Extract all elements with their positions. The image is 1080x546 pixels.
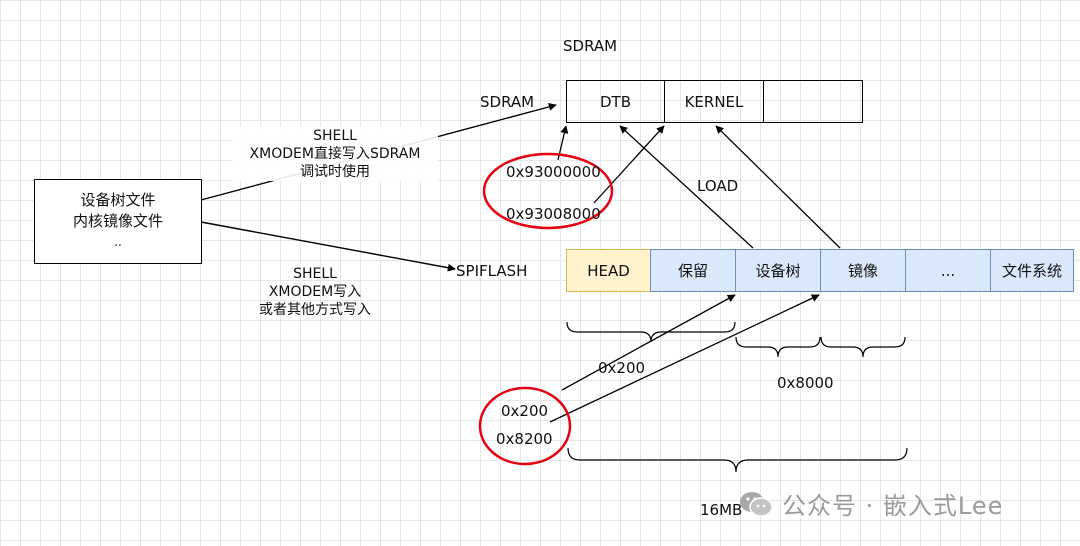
source-files-box: 设备树文件 内核镜像文件 .. <box>34 179 202 264</box>
arrow-offset-devicetree <box>561 294 736 391</box>
size-label-image: 0x8000 <box>777 374 834 392</box>
flash-offset-image: 0x8200 <box>496 430 553 448</box>
spi-cell-ellipsis: ... <box>905 249 991 292</box>
note-shell-spi-line1: SHELL <box>293 266 337 282</box>
arrow-offset-image <box>549 294 820 423</box>
sdram-cell-free <box>763 80 863 123</box>
wechat-logo-icon <box>740 491 773 517</box>
note-shell-spi-line2: XMODEM写入 <box>268 284 362 300</box>
flash-offset-devicetree: 0x200 <box>501 402 549 420</box>
note-shell-sdram-line3: 调试时使用 <box>300 164 370 180</box>
source-line-devicetree: 设备树文件 <box>80 191 156 209</box>
note-shell-sdram-line1: SHELL <box>313 128 357 144</box>
circle-flash-offsets <box>478 386 572 466</box>
sdram-label: SDRAM <box>480 93 535 111</box>
circle-sdram-addresses <box>482 152 614 230</box>
note-shell-sdram: SHELL XMODEM直接写入SDRAM 调试时使用 <box>232 127 438 181</box>
arrow-load-dtb <box>619 125 754 249</box>
sdram-address-kernel: 0x93008000 <box>506 205 601 223</box>
arrow-addr-kernel <box>593 125 665 204</box>
sdram-address-dtb: 0x93000000 <box>506 163 601 181</box>
brace-image-region <box>820 336 906 358</box>
note-shell-sdram-line2: XMODEM直接写入SDRAM <box>249 146 421 162</box>
arrow-source-to-spiflash <box>200 221 456 272</box>
brace-total-region <box>567 447 908 473</box>
note-shell-spi: SHELL XMODEM写入 或者其他方式写入 <box>240 265 390 319</box>
note-shell-spi-line3: 或者其他方式写入 <box>259 302 371 318</box>
watermark-text: 公众号 · 嵌入式Lee <box>782 492 1004 520</box>
load-label: LOAD <box>697 177 739 195</box>
brace-head-region <box>566 321 736 343</box>
watermark: 公众号 · 嵌入式Lee <box>738 486 1003 521</box>
size-label-head: 0x200 <box>598 359 646 377</box>
spi-cell-filesystem: 文件系统 <box>990 249 1074 292</box>
size-label-total: 16MB <box>700 501 743 519</box>
spiflash-label: SPIFLASH <box>456 262 528 280</box>
brace-devicetree-region <box>735 336 821 358</box>
arrow-load-kernel <box>715 125 841 249</box>
source-line-kernel: 内核镜像文件 <box>72 212 163 230</box>
sdram-title: SDRAM <box>563 37 618 55</box>
spi-cell-reserved: 保留 <box>650 249 736 292</box>
source-line-more: .. <box>114 235 122 249</box>
